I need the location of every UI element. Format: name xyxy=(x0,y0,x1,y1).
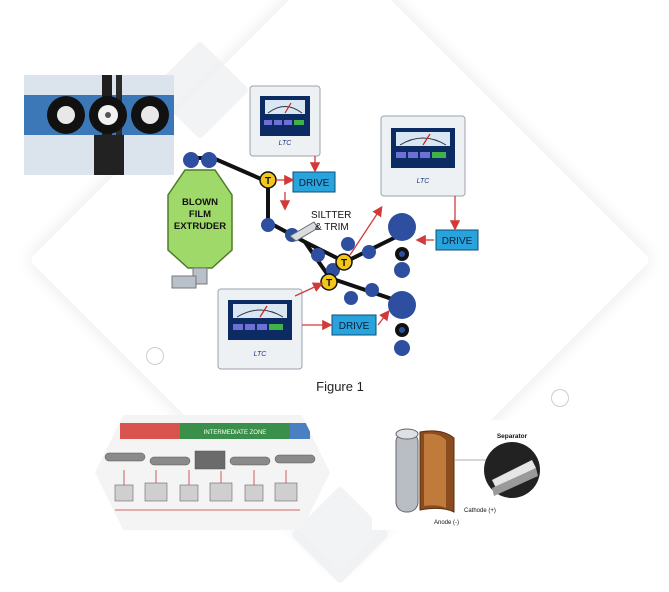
slitter-label-line-2: & TRIM xyxy=(315,222,349,233)
extruder-label-line-1: BLOWN xyxy=(182,197,218,208)
drive-box-bottom: DRIVE xyxy=(331,314,377,336)
battery-cell-illustration: Separator Cathode (+) Anode (-) xyxy=(372,420,562,530)
svg-text:T: T xyxy=(265,176,271,187)
tension-sensor-2: T xyxy=(335,253,353,271)
tension-controller-bottom: LTC xyxy=(217,288,303,370)
background-dot-left xyxy=(146,347,164,365)
svg-text:DRIVE: DRIVE xyxy=(442,236,473,247)
blown-film-extruder: BLOWN FILM EXTRUDER xyxy=(167,169,233,289)
tension-sensor-1: T xyxy=(259,171,277,189)
drive-box-top: DRIVE xyxy=(292,171,336,193)
controller-logo: LTC xyxy=(279,140,293,147)
controller-logo: LTC xyxy=(254,351,268,358)
tension-sensor-3: T xyxy=(320,273,338,291)
sensor-photo-card xyxy=(24,75,174,175)
svg-text:T: T xyxy=(341,258,347,269)
svg-text:DRIVE: DRIVE xyxy=(339,321,370,332)
anode-label: Anode (-) xyxy=(434,520,459,526)
process-line-illustration: INTERMEDIATE ZONE xyxy=(95,415,330,530)
extruder-label-line-2: FILM xyxy=(189,209,211,220)
drive-box-right: DRIVE xyxy=(435,229,479,251)
separator-label: Separator xyxy=(497,433,528,440)
web-path-lower xyxy=(303,240,396,302)
drive-roller-stack-top xyxy=(388,213,416,278)
slitter-label-line-1: SILTTER xyxy=(311,210,351,221)
svg-text:DRIVE: DRIVE xyxy=(299,178,330,189)
extruder-label-line-3: EXTRUDER xyxy=(174,221,226,232)
drive-roller-stack-bottom xyxy=(388,291,416,356)
tension-controller-right: LTC xyxy=(380,115,466,197)
figure-caption: Figure 1 xyxy=(316,379,364,394)
tension-controller-top: LTC xyxy=(249,85,321,157)
background-dot-right xyxy=(551,389,569,407)
sensor-photo xyxy=(24,75,174,175)
slitter-blade xyxy=(289,221,319,242)
svg-text:T: T xyxy=(326,278,332,289)
controller-logo: LTC xyxy=(417,178,431,185)
zone-label: INTERMEDIATE ZONE xyxy=(204,430,267,436)
cathode-label: Cathode (+) xyxy=(464,508,496,514)
signal-arrows xyxy=(276,156,461,331)
